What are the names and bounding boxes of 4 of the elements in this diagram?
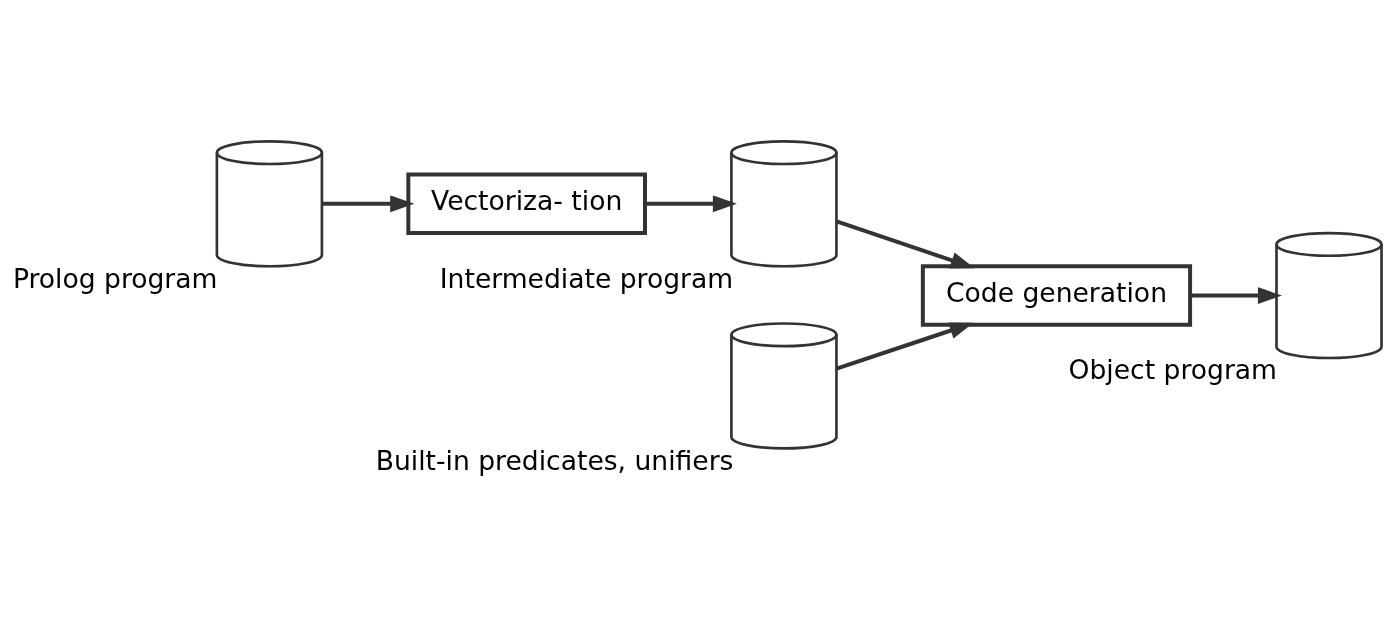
node-label: Prolog program — [12, 262, 218, 294]
node-label: Built-in predicates, unifiers — [375, 444, 734, 476]
node-label: Object program — [1068, 353, 1278, 385]
node-label: Intermediate program — [439, 262, 734, 294]
